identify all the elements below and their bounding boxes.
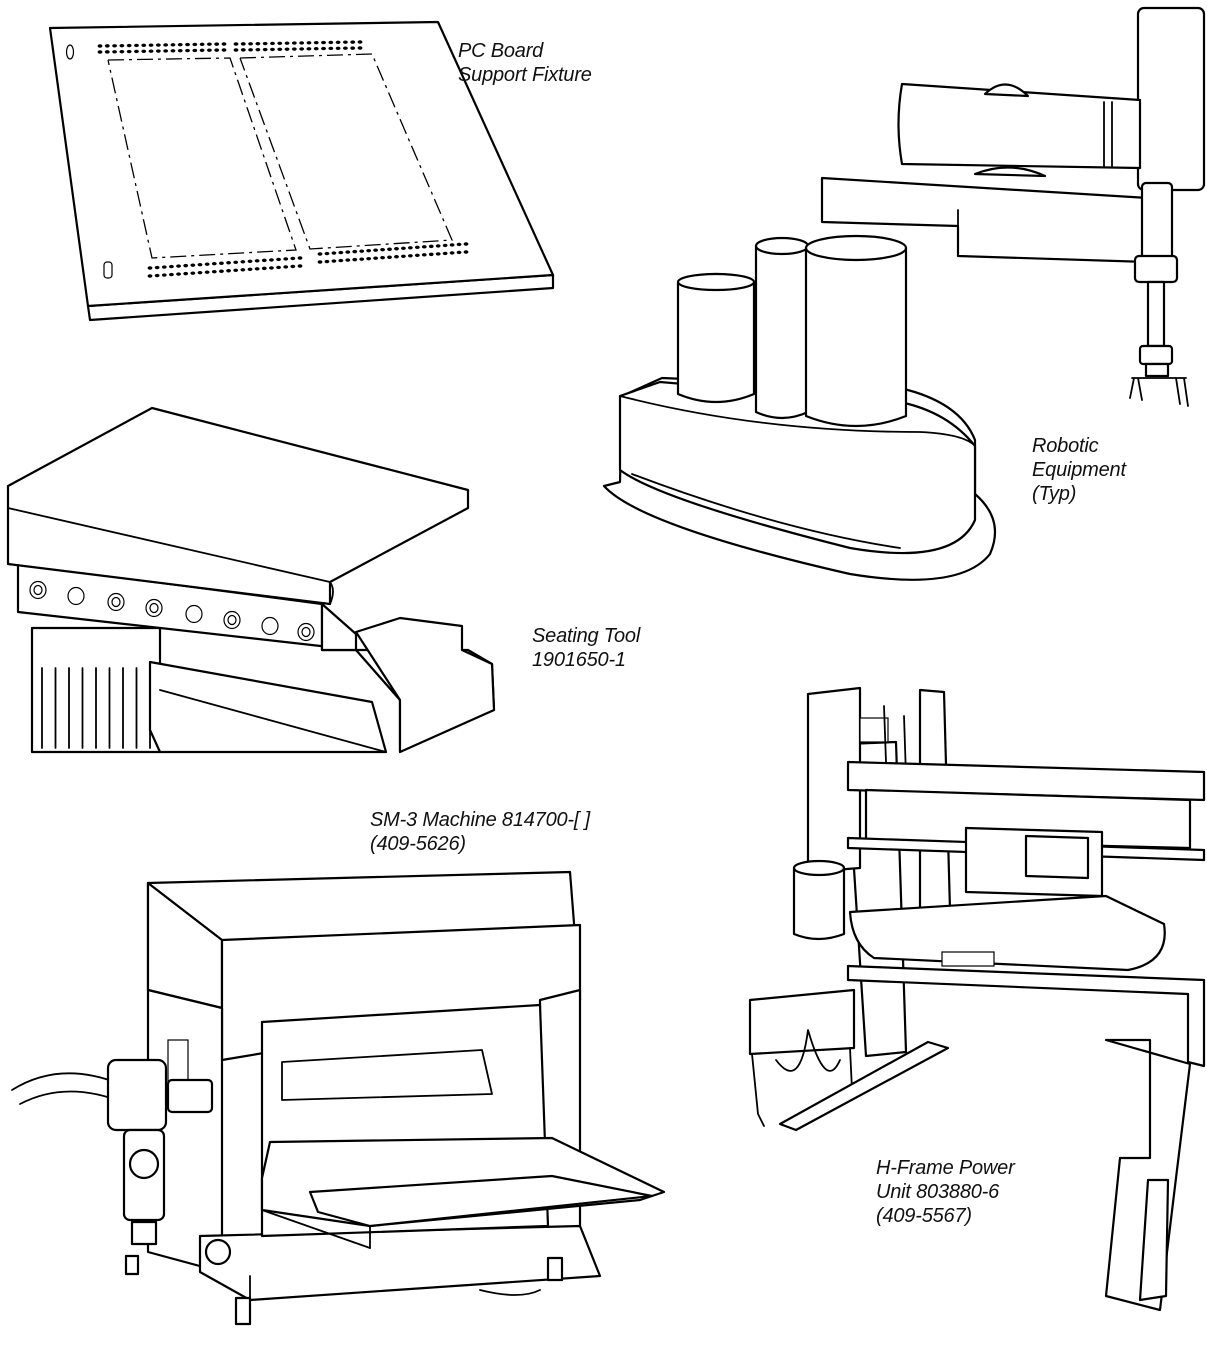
label-hframe-line-3: (409-5567) [876,1205,972,1227]
label-robotic-line-3: (Typ) [1032,483,1077,505]
label-hframe-power-unit: H-Frame Power Unit 803880-6 (409-5567) [876,1156,1015,1228]
label-pc-board-support-fixture: PC Board Support Fixture [458,39,592,87]
label-robotic-line-2: Equipment [1032,459,1126,481]
seating-tool-drawing [6,406,496,754]
robotic-equipment-drawing [602,6,1206,581]
label-seating-tool-line-2: 1901650-1 [532,649,626,671]
label-seating-tool-line-1: Seating Tool [532,625,641,647]
sm3-machine-drawing [11,870,666,1326]
label-hframe-line-2: Unit 803880-6 [876,1181,1000,1203]
label-seating-tool: Seating Tool 1901650-1 [532,624,640,672]
label-hframe-line-1: H-Frame Power [876,1157,1015,1179]
label-sm3-line-1: SM-3 Machine 814700-[ ] [370,809,590,831]
label-pc-board-line-1: PC Board [458,40,544,62]
label-sm3-line-2: (409-5626) [370,833,466,855]
label-sm3-machine: SM-3 Machine 814700-[ ] (409-5626) [370,808,590,856]
label-robotic-equipment: Robotic Equipment (Typ) [1032,434,1126,506]
pc-board-support-fixture-drawing [48,20,555,322]
label-robotic-line-1: Robotic [1032,435,1099,457]
hframe-power-unit-drawing [748,686,1206,1312]
label-pc-board-line-2: Support Fixture [458,64,592,86]
